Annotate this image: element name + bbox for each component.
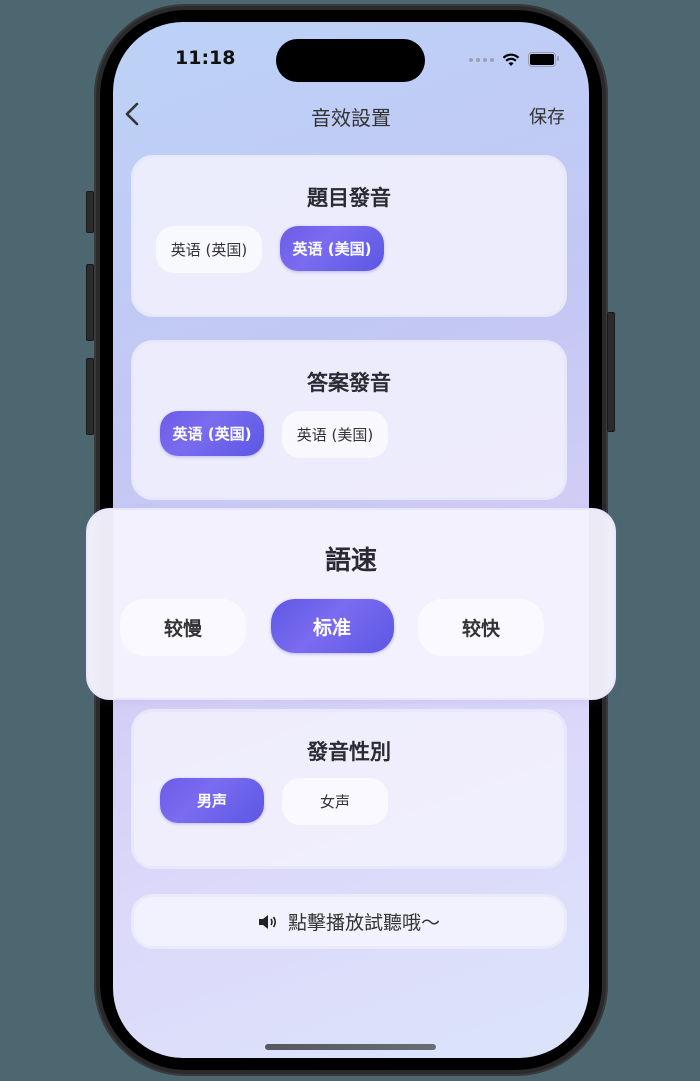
save-button[interactable]: 保存 [529, 107, 565, 128]
option-english-uk[interactable]: 英语 (英国) [156, 226, 262, 273]
page-title: 音效設置 [311, 106, 391, 130]
volume-up-button [86, 264, 94, 341]
back-button[interactable] [121, 100, 145, 128]
option-english-us[interactable]: 英语 (美国) [282, 411, 388, 458]
answer-pronunciation-options: 英语 (英国) 英语 (美国) [160, 411, 564, 458]
play-preview-button[interactable]: 點擊播放試聽哦～ [131, 894, 567, 949]
question-pronunciation-options: 英语 (英国) 英语 (美国) [156, 226, 564, 273]
voice-gender-title: 發音性別 [307, 740, 391, 764]
question-pronunciation-title: 題目發音 [307, 186, 391, 210]
play-preview-label: 點擊播放試聽哦～ [287, 912, 440, 934]
option-female-voice[interactable]: 女声 [282, 778, 388, 825]
dynamic-island [276, 39, 425, 82]
question-pronunciation-card: 題目發音 英语 (英国) 英语 (美国) [131, 155, 567, 317]
option-english-uk[interactable]: 英语 (英国) [160, 411, 264, 456]
voice-gender-options: 男声 女声 [160, 778, 564, 825]
answer-pronunciation-title: 答案發音 [307, 371, 391, 395]
navigation-bar: 音效設置 保存 [113, 100, 589, 130]
option-english-us[interactable]: 英语 (美国) [280, 226, 384, 271]
speed-card: 語速 较慢 标准 较快 [86, 508, 616, 700]
option-slower[interactable]: 较慢 [120, 599, 246, 656]
speed-options: 较慢 标准 较快 [88, 599, 614, 656]
status-time: 11:18 [175, 47, 236, 69]
battery-icon [528, 52, 559, 67]
voice-gender-card: 發音性別 男声 女声 [131, 709, 567, 869]
volume-down-button [86, 358, 94, 435]
home-indicator[interactable] [265, 1044, 436, 1050]
signal-dots-icon [469, 57, 494, 62]
answer-pronunciation-card: 答案發音 英语 (英国) 英语 (美国) [131, 340, 567, 500]
option-standard[interactable]: 标准 [270, 599, 394, 653]
wifi-icon [502, 53, 520, 66]
option-faster[interactable]: 较快 [418, 599, 544, 656]
speed-title: 語速 [324, 546, 377, 576]
chevron-left-icon [125, 102, 139, 126]
status-icons [469, 52, 559, 67]
action-button [86, 191, 94, 233]
option-male-voice[interactable]: 男声 [160, 778, 264, 823]
speaker-icon [258, 914, 277, 929]
power-button [607, 312, 615, 432]
